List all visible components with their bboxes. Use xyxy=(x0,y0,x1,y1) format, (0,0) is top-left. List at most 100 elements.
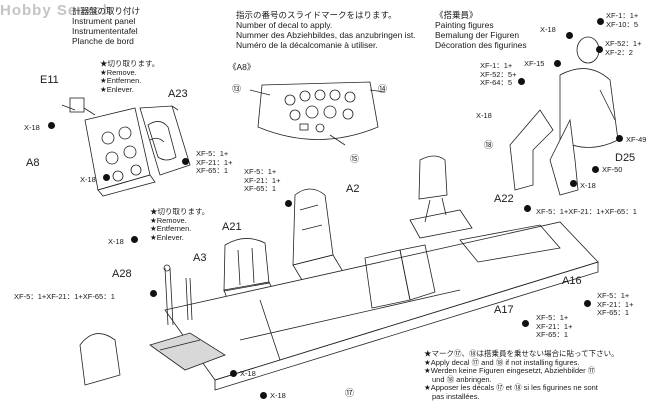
remove-note-1-de: ★Entfernen. xyxy=(100,76,142,85)
color-a17-3: XF-65：1 xyxy=(536,330,569,339)
decal-instruction-de: Nummer des Abziehbildes, das anzubringen… xyxy=(236,30,416,40)
decal-instruction: 指示の番号のスライドマークをはります。 Number of decal to a… xyxy=(236,10,416,50)
footnote-fr2: pas installées. xyxy=(432,391,480,401)
remove-note-1: ★切り取ります。 ★Remove. ★Entfernen. ★Enlever. xyxy=(100,59,160,94)
color-a16-3: XF-65：1 xyxy=(597,308,630,317)
remove-note-2-en: ★Remove. xyxy=(150,215,187,225)
instrument-panel-a8-drawing xyxy=(61,97,156,197)
color-a16-block: XF-5：1+ XF-21：1+ XF-65：1 xyxy=(597,291,634,318)
decal-instruction-en: Number of decal to apply. xyxy=(236,20,333,30)
remove-note-2: ★切り取ります。 ★Remove. ★Entfernen. ★Enlever. xyxy=(150,207,210,242)
color-a23-block: XF-5：1+ XF-21：1+ XF-65：1 xyxy=(196,149,233,176)
footnote-jp: ★マーク⑰、⑱は搭乗員を乗せない場合に貼って下さい。 xyxy=(424,349,619,358)
part-label-a23: A23 xyxy=(168,88,188,100)
part-label-a2: A2 xyxy=(346,183,360,195)
color-a22-mix: XF-5：1+XF-21：1+XF-65：1 xyxy=(536,207,637,216)
callout-dot xyxy=(518,78,525,85)
color-fig-xf49: XF-49 xyxy=(626,135,647,144)
part-label-a17: A17 xyxy=(494,304,514,316)
remove-note-1-jp: ★切り取ります。 xyxy=(100,59,160,68)
color-fig-xf52b: XF-52：5+ xyxy=(480,69,517,79)
decal-15: ⑮ xyxy=(350,154,360,164)
side-console-drawing xyxy=(79,332,226,386)
color-a17-1: XF-5：1+ xyxy=(536,313,569,322)
color-x18-d: X-18 xyxy=(240,369,256,378)
color-fig-xf52a: XF-52：1+ xyxy=(605,39,642,48)
color-a2-block: XF-5：1+ XF-21：1+ XF-65：1 xyxy=(244,167,281,194)
remove-note-1-fr: ★Enlever. xyxy=(100,84,134,94)
seat-a22-drawing xyxy=(409,155,473,239)
callout-dot xyxy=(570,180,577,187)
color-a2-1: XF-5：1+ xyxy=(244,167,277,176)
callout-dot xyxy=(554,60,561,67)
remove-note-2-fr: ★Enlever. xyxy=(150,232,184,242)
color-x18-a: X-18 xyxy=(24,123,40,132)
armor-a2-drawing xyxy=(292,188,346,286)
color-a2-2: XF-21：1+ xyxy=(244,175,281,185)
decal-instruction-fr: Numéro de la décalcomanie à utiliser. xyxy=(236,40,378,50)
part-label-a21: A21 xyxy=(222,221,242,233)
part-label-a3: A3 xyxy=(193,252,207,264)
header-jp: 計器盤の取り付け xyxy=(72,6,141,16)
decal-18: ⑱ xyxy=(484,140,494,150)
header-fr: Planche de bord xyxy=(72,36,134,46)
decal-13: ⑬ xyxy=(232,84,242,94)
color-x18-e: X-18 xyxy=(270,391,286,400)
color-a17-2: XF-21：1+ xyxy=(536,321,573,331)
color-fig-xf2: XF-2：2 xyxy=(605,47,633,57)
callout-dot xyxy=(131,236,138,243)
color-a23-2: XF-21：1+ xyxy=(196,157,233,167)
footnote-fr: ★Apposer les décals ⑰ et ⑱ si les figuri… xyxy=(424,383,598,392)
callout-dot xyxy=(584,300,591,307)
decal-instruction-jp: 指示の番号のスライドマークをはります。 xyxy=(236,10,397,20)
color-fig-xf1-b: XF-1：1+ XF-52：5+ XF-64：5 xyxy=(480,61,517,88)
color-x18-c: X-18 xyxy=(108,237,124,246)
color-a23-1: XF-5：1+ xyxy=(196,149,229,158)
figures-header-fr: Décoration des figurines xyxy=(435,40,527,50)
part-label-a22: A22 xyxy=(494,193,514,205)
color-fig-xf1a: XF-1：1+ xyxy=(606,11,639,20)
part-label-e11: E11 xyxy=(40,74,59,86)
callout-dot xyxy=(230,370,237,377)
callout-dot xyxy=(524,205,531,212)
seat-a21-drawing xyxy=(223,238,276,305)
color-a16-1: XF-5：1+ xyxy=(597,291,630,300)
color-fig-x18c: X-18 xyxy=(580,181,596,190)
part-label-a8-detail: 《A8》 xyxy=(228,62,256,72)
decal-17: ⑰ xyxy=(345,388,355,398)
remove-note-1-en: ★Remove. xyxy=(100,67,137,77)
callout-dot xyxy=(616,135,623,142)
pilot-figure-drawing xyxy=(509,36,619,196)
remove-note-2-jp: ★切り取ります。 xyxy=(150,207,210,216)
color-a17-block: XF-5：1+ XF-21：1+ XF-65：1 xyxy=(536,313,573,340)
color-fig-xf1-a: XF-1：1+ XF-10：5 xyxy=(606,11,639,29)
color-a2-3: XF-65：1 xyxy=(244,184,277,193)
color-fig-x18b: X-18 xyxy=(476,111,492,120)
decal-14: ⑭ xyxy=(378,84,388,94)
color-fig-xf50: XF-50 xyxy=(602,165,623,174)
callout-dot xyxy=(522,320,529,327)
figures-header-de: Bemalung der Figuren xyxy=(435,30,520,40)
figures-header-en: Painting figures xyxy=(435,20,494,30)
part-label-a28: A28 xyxy=(112,268,132,280)
callout-dot xyxy=(182,158,189,165)
control-lever-drawing xyxy=(163,264,193,326)
part-label-a16: A16 xyxy=(562,275,582,287)
color-fig-xf52-a: XF-52：1+ XF-2：2 xyxy=(605,39,642,57)
callout-dot xyxy=(592,166,599,173)
footnote-de2: und ⑱ anbringen. xyxy=(432,374,492,384)
color-fig-xf15: XF-15 xyxy=(524,59,545,68)
callout-dot xyxy=(566,32,573,39)
a8-detail-drawing xyxy=(249,81,386,146)
callout-dot xyxy=(285,200,292,207)
callout-dot xyxy=(260,392,267,399)
footnote: ★マーク⑰、⑱は搭乗員を乗せない場合に貼って下さい。 ★Apply decal … xyxy=(424,349,619,401)
callout-dot xyxy=(48,122,55,129)
color-fig-xf1b: XF-1：1+ xyxy=(480,61,513,70)
footnote-de: ★Werden keine Figuren eingesetzt, Abzieh… xyxy=(424,366,596,375)
callout-dot xyxy=(103,174,110,181)
color-a16-2: XF-21：1+ xyxy=(597,299,634,309)
part-label-a8: A8 xyxy=(26,157,40,169)
color-fig-x18a: X-18 xyxy=(540,25,556,34)
